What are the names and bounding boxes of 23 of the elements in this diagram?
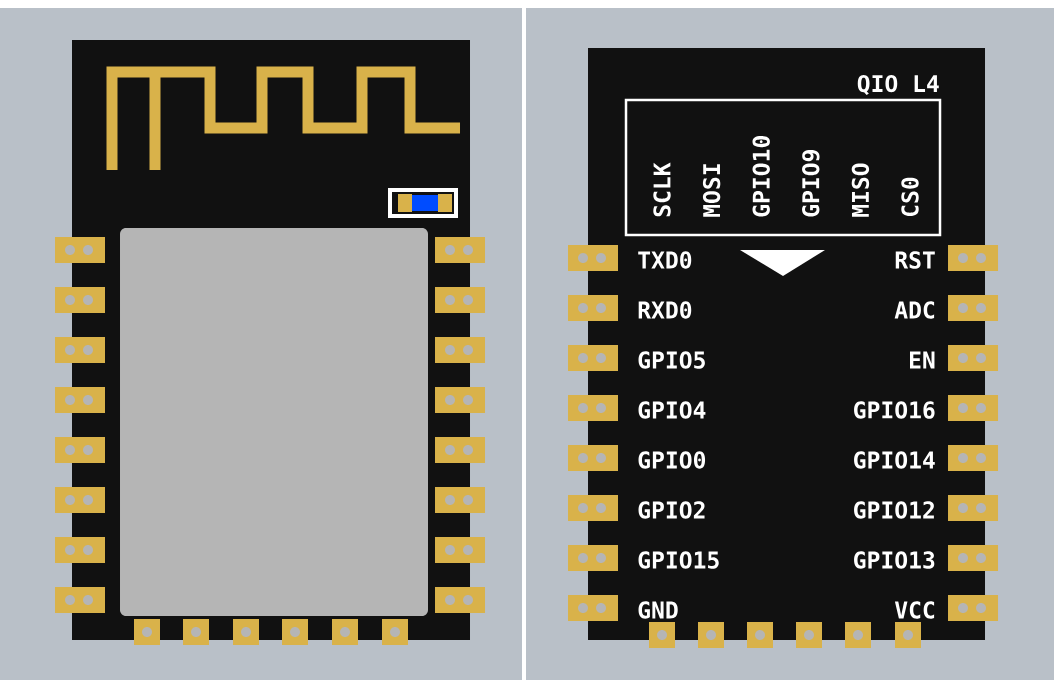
pin-label: GPIO13 [854,551,935,569]
pin-label: GPIO16 [854,401,935,419]
pin-label: VCC [894,601,935,619]
pin-label: GPIO9 [802,150,820,217]
pin-label: GPIO0 [638,451,706,469]
marking-label: QIO L4 [857,74,939,96]
pin-label: MISO [851,163,870,217]
pin-label: GPIO2 [638,501,705,519]
pin-label: GPIO5 [638,351,705,369]
pin-label: RXD0 [638,301,692,319]
pin-label: GND [638,601,678,619]
pin-label: EN [910,351,935,369]
pin-label: CS0 [901,177,919,217]
pin-label: TXD0 [638,251,692,269]
pin-label: MOSI [702,164,721,217]
pin-label: ADC [894,301,935,319]
pin-label: GPIO12 [854,501,934,519]
pin-label: SCLK [653,162,671,217]
pin-label: GPIO14 [854,451,935,469]
pin-label: GPIO10 [752,136,770,217]
pin-label: RST [895,251,935,269]
pin-label: GPIO15 [638,551,719,569]
pin-label: GPIO4 [638,401,706,419]
